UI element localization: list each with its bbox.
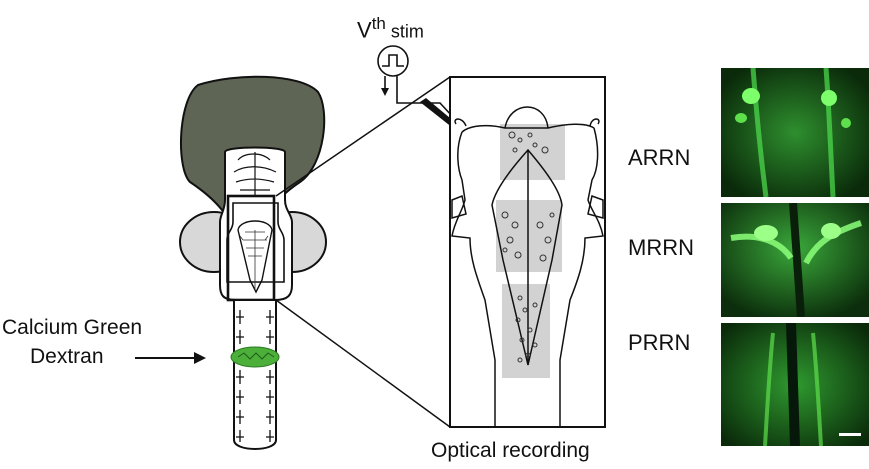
stim-label-sub: stim [386, 21, 424, 41]
dye-arrow [135, 352, 206, 364]
stim-wire [397, 76, 453, 117]
dye-label-line1: Calcium Green [2, 316, 142, 340]
region-label-mrrn: MRRN [628, 235, 694, 261]
micrograph-mrrn-image [721, 203, 869, 317]
dye-label-line2: Dextran [30, 345, 104, 369]
stim-label-base: V [357, 17, 372, 42]
recording-panel [450, 77, 605, 427]
stim-label: Vth stim [357, 14, 424, 43]
micrograph-prrn-image [721, 323, 869, 446]
brain-schematic [180, 77, 326, 449]
recording-label: Optical recording [431, 439, 590, 463]
stimulator-icon [378, 46, 408, 76]
brainstem [220, 148, 292, 301]
micrograph-prrn [721, 323, 869, 446]
micrograph-arrn [721, 68, 869, 197]
region-label-prrn: PRRN [628, 330, 690, 356]
region-label-arrn: ARRN [628, 145, 690, 171]
micrograph-mrrn [721, 203, 869, 317]
scale-bar [839, 433, 861, 436]
micrograph-arrn-image [721, 68, 869, 197]
stim-label-sup: th [372, 14, 386, 33]
